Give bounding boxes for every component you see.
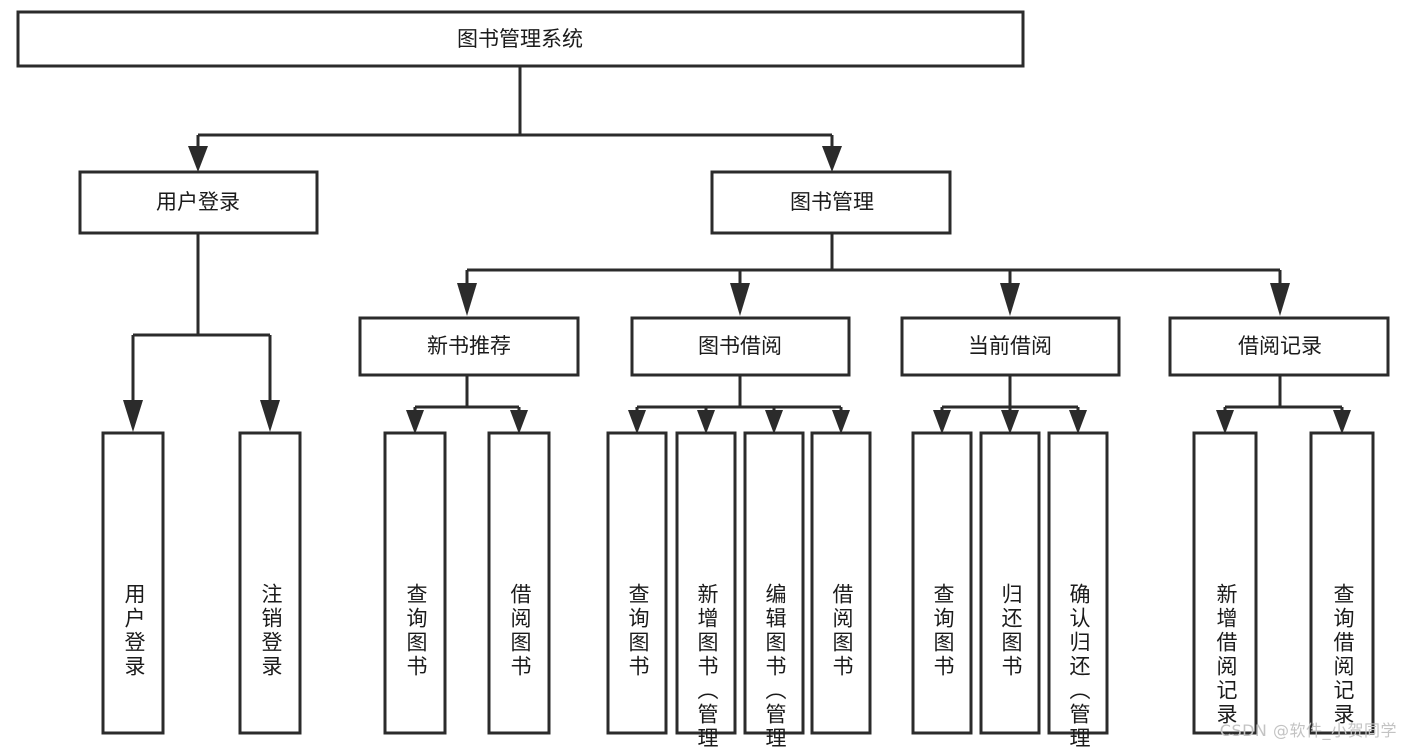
node-leaf-add-record[interactable]: 新增借阅记录 — [1192, 431, 1258, 735]
node-leaf-confirm-return[interactable]: 确认归还（管理员） — [1047, 431, 1109, 747]
node-leaf-query-book-1-label: 查询图书 — [404, 583, 428, 679]
node-leaf-confirm-return-label: 确认归还（管理员） — [1067, 583, 1091, 747]
node-leaf-user-login-label: 用户登录 — [122, 583, 146, 679]
node-leaf-query-book-3-label: 查询图书 — [931, 583, 955, 679]
node-borrow-record-label: 借阅记录 — [1238, 334, 1322, 358]
node-leaf-return-book-label: 归还图书 — [999, 583, 1023, 679]
node-leaf-edit-book-label: 编辑图书（管理员） — [763, 583, 787, 747]
connector-bookborrow-to-leaves — [628, 375, 850, 434]
node-leaf-borrow-book-2-label: 借阅图书 — [830, 583, 854, 679]
node-book-manage-label: 图书管理 — [790, 190, 874, 214]
node-leaf-query-record-label: 查询借阅记录 — [1331, 583, 1355, 727]
node-root[interactable]: 图书管理系统 — [16, 10, 1025, 68]
node-leaf-query-book-2-label: 查询图书 — [626, 583, 650, 679]
node-current-borrow[interactable]: 当前借阅 — [900, 316, 1121, 377]
connector-root-to-level1 — [188, 66, 842, 172]
node-leaf-borrow-book-1-label: 借阅图书 — [508, 583, 532, 679]
node-root-label: 图书管理系统 — [457, 27, 583, 51]
node-leaf-return-book[interactable]: 归还图书 — [979, 431, 1041, 735]
node-leaf-borrow-book-1[interactable]: 借阅图书 — [487, 431, 551, 735]
connector-currentborrow-to-leaves — [933, 375, 1087, 434]
node-leaf-user-login[interactable]: 用户登录 — [101, 431, 165, 735]
node-book-manage[interactable]: 图书管理 — [710, 170, 952, 235]
node-new-book-rec-label: 新书推荐 — [427, 334, 511, 358]
node-user-login-label: 用户登录 — [156, 190, 240, 214]
node-new-book-rec[interactable]: 新书推荐 — [358, 316, 580, 377]
connector-bookmanage-to-level2 — [457, 233, 1290, 316]
node-leaf-query-book-3[interactable]: 查询图书 — [911, 431, 973, 735]
connector-userlogin-to-leaves — [123, 233, 280, 432]
node-leaf-query-book-1[interactable]: 查询图书 — [383, 431, 447, 735]
node-leaf-query-book-2[interactable]: 查询图书 — [606, 431, 668, 735]
node-leaf-add-book-label: 新增图书（管理员） — [695, 583, 719, 747]
node-leaf-add-record-label: 新增借阅记录 — [1214, 583, 1238, 727]
node-leaf-logout-label: 注销登录 — [259, 583, 283, 679]
node-book-borrow[interactable]: 图书借阅 — [630, 316, 851, 377]
node-borrow-record[interactable]: 借阅记录 — [1168, 316, 1390, 377]
node-leaf-add-book[interactable]: 新增图书（管理员） — [675, 431, 737, 747]
node-current-borrow-label: 当前借阅 — [968, 334, 1052, 358]
node-leaf-logout[interactable]: 注销登录 — [238, 431, 302, 735]
connector-newbook-to-leaves — [406, 375, 528, 434]
node-leaf-borrow-book-2[interactable]: 借阅图书 — [810, 431, 872, 735]
connector-borrowrecord-to-leaves — [1216, 375, 1351, 434]
node-book-borrow-label: 图书借阅 — [698, 334, 782, 358]
node-leaf-edit-book[interactable]: 编辑图书（管理员） — [743, 431, 805, 747]
node-leaf-query-record[interactable]: 查询借阅记录 — [1309, 431, 1375, 735]
node-user-login[interactable]: 用户登录 — [78, 170, 319, 235]
